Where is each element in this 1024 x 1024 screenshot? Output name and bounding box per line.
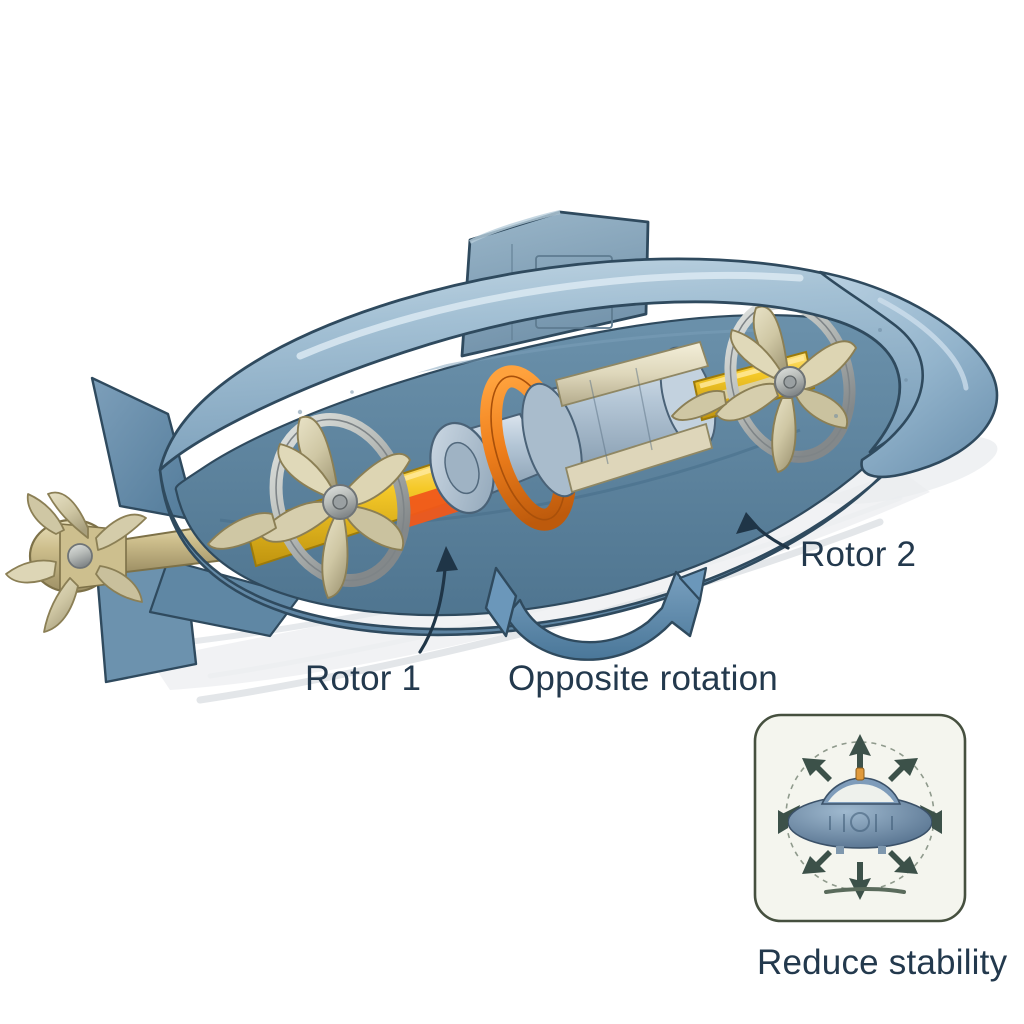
hull-upper-shell xyxy=(158,257,999,479)
stability-inset-panel xyxy=(752,712,968,924)
inset-illustration xyxy=(753,713,967,923)
inset-submarine-front-view xyxy=(778,767,942,854)
leader-arrowheads xyxy=(436,512,760,572)
label-inset-caption: Reduce stability xyxy=(757,943,1008,982)
opposite-rotation-arrow xyxy=(484,566,708,661)
inset-baseline xyxy=(824,887,906,894)
motor-assembly xyxy=(429,340,717,531)
rotor-1 xyxy=(207,413,411,599)
inset-direction-arrows xyxy=(778,734,942,900)
label-rotor-1: Rotor 1 xyxy=(305,659,422,698)
rotor-2 xyxy=(671,297,857,473)
label-opposite-rotation: Opposite rotation xyxy=(508,659,778,698)
label-rotor-2: Rotor 2 xyxy=(800,535,917,574)
